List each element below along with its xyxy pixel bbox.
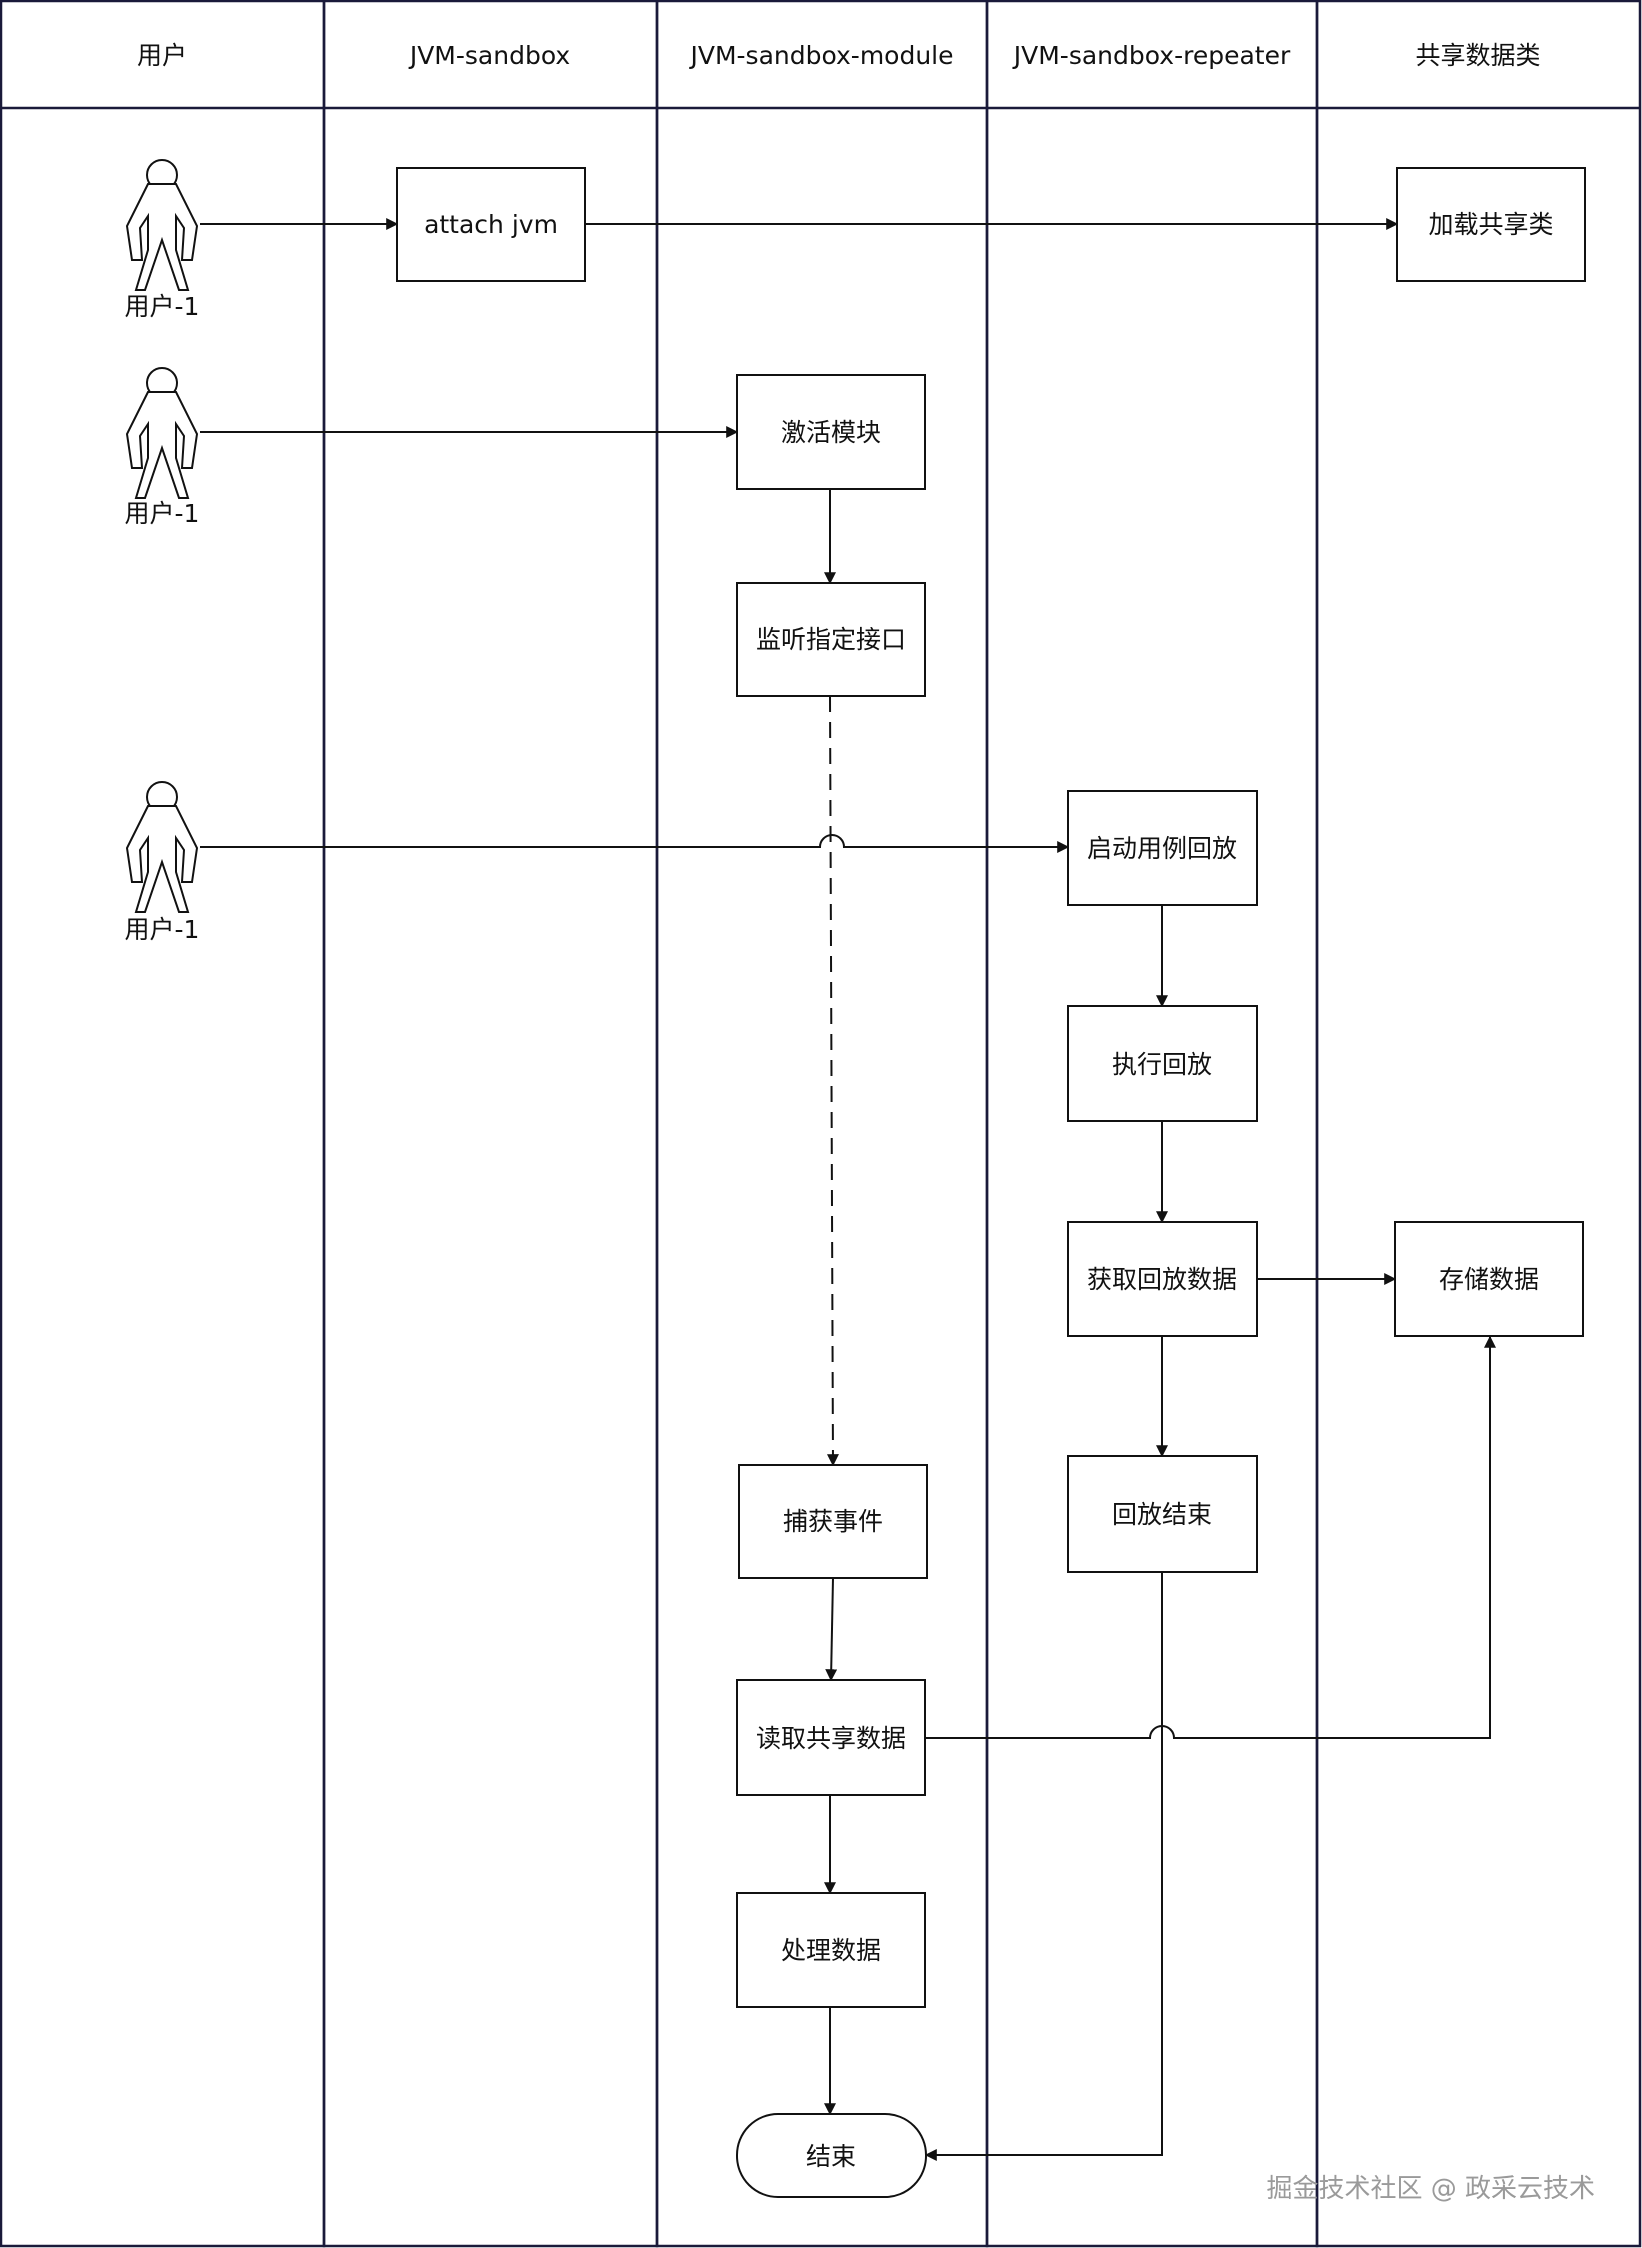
lane-repeater: JVM-sandbox-repeater — [985, 0, 1319, 2248]
node-execute-replay[interactable]: 执行回放 — [1067, 1005, 1258, 1122]
node-attach-jvm[interactable]: attach jvm — [396, 167, 586, 282]
nodes: attach jvm 加载共享类 激活模块 监听指定接口 启动用例回放 执行回放… — [396, 167, 1586, 2198]
actor-label: 用户-1 — [125, 499, 200, 528]
lane-shared: 共享数据类 — [1315, 0, 1642, 2248]
node-label: 存储数据 — [1439, 1265, 1539, 1294]
node-replay-end[interactable]: 回放结束 — [1067, 1455, 1258, 1573]
node-label: 监听指定接口 — [756, 625, 906, 654]
lane-user-body — [0, 0, 326, 2248]
person-icon — [125, 159, 199, 291]
node-get-replay-data[interactable]: 获取回放数据 — [1067, 1221, 1258, 1337]
lane-shared-body — [1315, 0, 1642, 2248]
watermark: 掘金技术社区 @ 政采云技术 — [1266, 2174, 1595, 2204]
actor-user-3: 用户-1 — [125, 781, 200, 944]
node-store-data[interactable]: 存储数据 — [1394, 1221, 1584, 1337]
node-read-shared-data[interactable]: 读取共享数据 — [736, 1679, 926, 1796]
edge-actor3-start-replay — [200, 834, 1070, 853]
node-start-replay[interactable]: 启动用例回放 — [1067, 790, 1258, 906]
node-label: 启动用例回放 — [1087, 834, 1237, 863]
actor-label: 用户-1 — [125, 915, 200, 944]
node-activate-module[interactable]: 激活模块 — [736, 374, 926, 490]
lane-module-label: JVM-sandbox-module — [688, 41, 953, 70]
node-process-data[interactable]: 处理数据 — [736, 1892, 926, 2008]
node-label: 激活模块 — [781, 418, 881, 447]
actor-user-1: 用户-1 — [125, 159, 200, 321]
lane-user-label: 用户 — [137, 41, 187, 70]
edges — [200, 218, 1496, 2161]
node-label: 捕获事件 — [783, 1507, 883, 1536]
lane-sandbox-body — [322, 0, 659, 2248]
person-icon — [125, 367, 199, 499]
node-label: 回放结束 — [1112, 1500, 1212, 1529]
node-label: 读取共享数据 — [756, 1724, 906, 1753]
lane-sandbox-label: JVM-sandbox — [408, 41, 570, 70]
lane-repeater-label: JVM-sandbox-repeater — [1012, 41, 1291, 70]
node-label: 加载共享类 — [1428, 210, 1553, 239]
lane-shared-label: 共享数据类 — [1415, 41, 1540, 70]
node-label: attach jvm — [424, 210, 558, 239]
node-listen-interface[interactable]: 监听指定接口 — [736, 582, 926, 697]
edge-read-shared-store — [925, 1335, 1496, 1739]
node-load-shared[interactable]: 加载共享类 — [1396, 167, 1586, 282]
edge-listen-capture — [826, 695, 839, 1467]
node-label: 执行回放 — [1112, 1050, 1212, 1079]
node-label: 处理数据 — [781, 1936, 881, 1965]
edge-replay-end-end — [924, 1572, 1163, 2161]
lane-sandbox: JVM-sandbox — [322, 0, 659, 2248]
actor-label: 用户-1 — [125, 292, 200, 321]
node-label: 获取回放数据 — [1087, 1265, 1237, 1294]
actor-user-2: 用户-1 — [125, 367, 200, 528]
node-capture-event[interactable]: 捕获事件 — [738, 1464, 928, 1579]
person-icon — [125, 781, 199, 913]
lane-repeater-body — [985, 0, 1319, 2248]
node-end[interactable]: 结束 — [736, 2113, 927, 2198]
node-label: 结束 — [806, 2142, 856, 2171]
lane-user: 用户 — [0, 0, 326, 2248]
actors: 用户-1 用户-1 用户-1 — [125, 159, 200, 944]
edge-capture-read-shared — [825, 1577, 838, 1682]
